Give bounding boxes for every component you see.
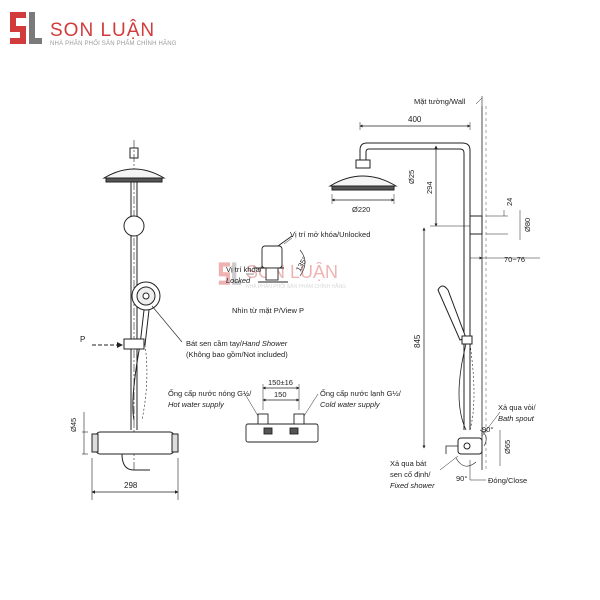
brand-mark-icon [10, 12, 42, 44]
front-view [82, 140, 183, 500]
label-angle-90-top: 90° [482, 425, 493, 434]
label-locked-2: Locked [226, 276, 251, 285]
dim-70-76: 70~76 [504, 255, 525, 264]
dim-298: 298 [124, 481, 138, 490]
label-not-included: (Không bao gồm/Not included) [186, 350, 288, 359]
label-locked-1: Vị trí khóa/ [226, 265, 263, 274]
brand-logo: SON LUẬN NHÀ PHÂN PHỐI SẢN PHẨM CHÍNH HÃ… [6, 8, 226, 52]
dim-24: 24 [505, 198, 514, 206]
hand-shower-icon [131, 281, 161, 421]
label-wall: Mặt tường/Wall [414, 97, 466, 106]
dim-150: 150 [274, 390, 287, 399]
label-bath-spout-vi: Xả qua vòi/ [498, 403, 536, 412]
label-fixed-vi-1: Xả qua bát [390, 459, 427, 468]
dim-220: Ø220 [352, 205, 370, 214]
dim-294: 294 [425, 181, 434, 194]
label-p: P [80, 335, 85, 344]
label-hand-shower-vi: Bát sen cầm tay/Hand Shower [186, 339, 288, 348]
label-close: Đóng/Close [488, 476, 527, 485]
label-fixed-en: Fixed shower [390, 481, 435, 490]
rain-shower-head-icon [102, 147, 166, 183]
brand-tagline: NHÀ PHÂN PHỐI SẢN PHẨM CHÍNH HÃNG [50, 41, 177, 47]
dim-45: Ø45 [69, 418, 78, 432]
hand-shower-vi: Bát sen cầm tay/ [186, 339, 243, 348]
label-cold-vi: Ống cấp nước lạnh G½/ [320, 388, 402, 398]
label-hot-vi: Ống cấp nước nóng G½/ [168, 388, 252, 398]
dim-65: Ø65 [503, 440, 512, 454]
side-hand-shower-icon [437, 285, 475, 431]
label-bath-spout-en: Bath spout [498, 414, 535, 423]
label-fixed-vi-2: sen cố định/ [390, 470, 431, 479]
dim-845: 845 [413, 334, 422, 348]
dim-400: 400 [408, 115, 422, 124]
dim-150-16: 150±16 [268, 378, 293, 387]
bottom-view [244, 384, 319, 443]
brand-name: SON LUẬN [50, 20, 156, 41]
detail-view-p [246, 235, 306, 283]
label-hot-en: Hot water supply [168, 400, 225, 409]
side-mixer-icon [445, 437, 483, 455]
thermostatic-mixer-icon [91, 431, 179, 471]
label-cold-en: Cold water supply [320, 400, 381, 409]
side-view [328, 96, 540, 481]
label-angle-135: 135° [294, 255, 310, 273]
label-unlocked: Vị trí mở khóa/Unlocked [290, 230, 370, 239]
dim-25: Ø25 [407, 170, 416, 184]
label-view-p: Nhìn từ mặt P/View P [232, 306, 304, 315]
side-rain-shower-head-icon [328, 159, 398, 191]
hand-shower-en: Hand Shower [242, 339, 288, 348]
dim-80: Ø80 [523, 218, 532, 232]
label-angle-90-bottom: 90° [456, 474, 467, 483]
